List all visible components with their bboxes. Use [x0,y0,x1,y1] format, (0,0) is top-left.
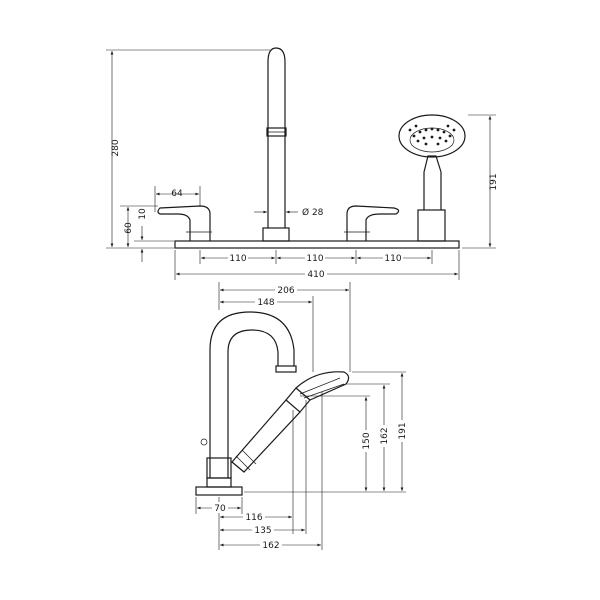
label-206: 206 [277,286,294,296]
dim-191-front: 191 [462,114,499,249]
side-view: 206 148 150 162 191 [195,282,408,551]
dim-410: 410 [174,250,460,280]
label-191-front: 191 [489,173,499,190]
dim-spacing: 110 110 110 [199,250,433,264]
label-64: 64 [171,189,183,199]
label-162-horizontal: 162 [262,541,279,551]
label-280: 280 [111,139,121,156]
label-60: 60 [124,222,134,234]
side-base [195,486,243,496]
label-410: 410 [307,270,324,280]
dim-diameter: Ø 28 [254,207,324,218]
label-135: 135 [254,526,271,536]
dim-280: 280 [106,49,270,249]
label-110-b: 110 [306,254,323,264]
label-diameter: Ø 28 [302,207,324,218]
label-10: 10 [138,208,148,220]
label-150: 150 [362,432,372,449]
side-spout [200,311,297,479]
front-view: 280 64 60 10 Ø 28 [106,47,499,280]
dim-side-vertical: 150 162 191 [244,371,408,493]
label-116: 116 [245,513,262,523]
left-handle [157,205,212,241]
label-110-c: 110 [384,254,401,264]
shower-nozzles [408,124,456,146]
label-70: 70 [214,504,226,514]
right-handle [344,205,400,241]
deck-plate [174,240,460,249]
dim-148: 148 [220,296,314,372]
label-191-side: 191 [398,422,408,439]
dim-60-10: 60 10 [120,205,174,262]
label-110-a: 110 [229,254,246,264]
label-162-vertical: 162 [380,427,390,444]
dim-64: 64 [154,186,201,212]
dim-206: 206 [218,282,351,372]
side-hand-shower [231,371,350,473]
dim-side-horizontal: 70 116 135 162 [195,392,323,551]
bath-spout [262,47,290,242]
hand-shower [398,114,466,242]
label-148: 148 [257,298,274,308]
